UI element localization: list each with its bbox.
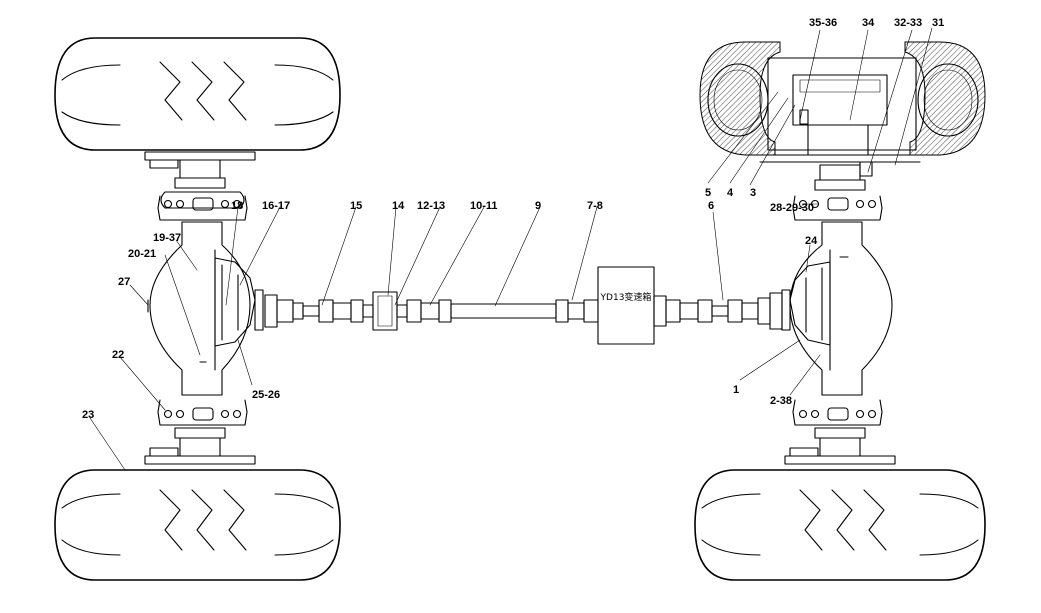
left-axle-assembly <box>144 151 264 465</box>
label-18: 18 <box>231 200 243 212</box>
label-12-13: 12-13 <box>417 200 445 212</box>
label-27: 27 <box>118 276 130 288</box>
drive-shaft-line: YD13变速箱 <box>264 266 783 345</box>
label-19-37: 19-37 <box>153 232 181 244</box>
label-32-33: 32-33 <box>894 17 922 29</box>
label-22: 22 <box>112 349 124 361</box>
gearbox-label: YD13变速箱 <box>600 291 652 303</box>
label-10-11: 10-11 <box>470 200 498 212</box>
tire-top-right-section <box>699 41 986 177</box>
label-5: 5 <box>705 187 711 199</box>
label-35-36: 35-36 <box>809 17 837 29</box>
label-14: 14 <box>392 200 405 212</box>
tire-bottom-right <box>694 469 986 581</box>
label-7-8: 7-8 <box>587 200 603 212</box>
label-25-26: 25-26 <box>252 389 280 401</box>
callout-labels: 35-36 34 32-33 31 5 4 3 28-29-30 24 1 2-… <box>82 17 944 421</box>
label-31: 31 <box>932 17 944 29</box>
label-6: 6 <box>708 200 714 212</box>
leader-lines <box>89 27 933 471</box>
label-34: 34 <box>862 17 875 29</box>
tire-top-left <box>54 37 341 151</box>
tire-bottom-left <box>54 469 341 581</box>
label-3: 3 <box>750 187 756 199</box>
label-16-17: 16-17 <box>262 200 290 212</box>
label-9: 9 <box>535 200 541 212</box>
label-28-29-30: 28-29-30 <box>770 202 814 214</box>
label-23: 23 <box>82 409 94 421</box>
label-4: 4 <box>727 187 734 199</box>
label-24: 24 <box>805 235 818 247</box>
label-2-38: 2-38 <box>770 395 792 407</box>
label-15: 15 <box>350 200 362 212</box>
label-1: 1 <box>733 384 739 396</box>
label-20-21: 20-21 <box>128 248 156 260</box>
